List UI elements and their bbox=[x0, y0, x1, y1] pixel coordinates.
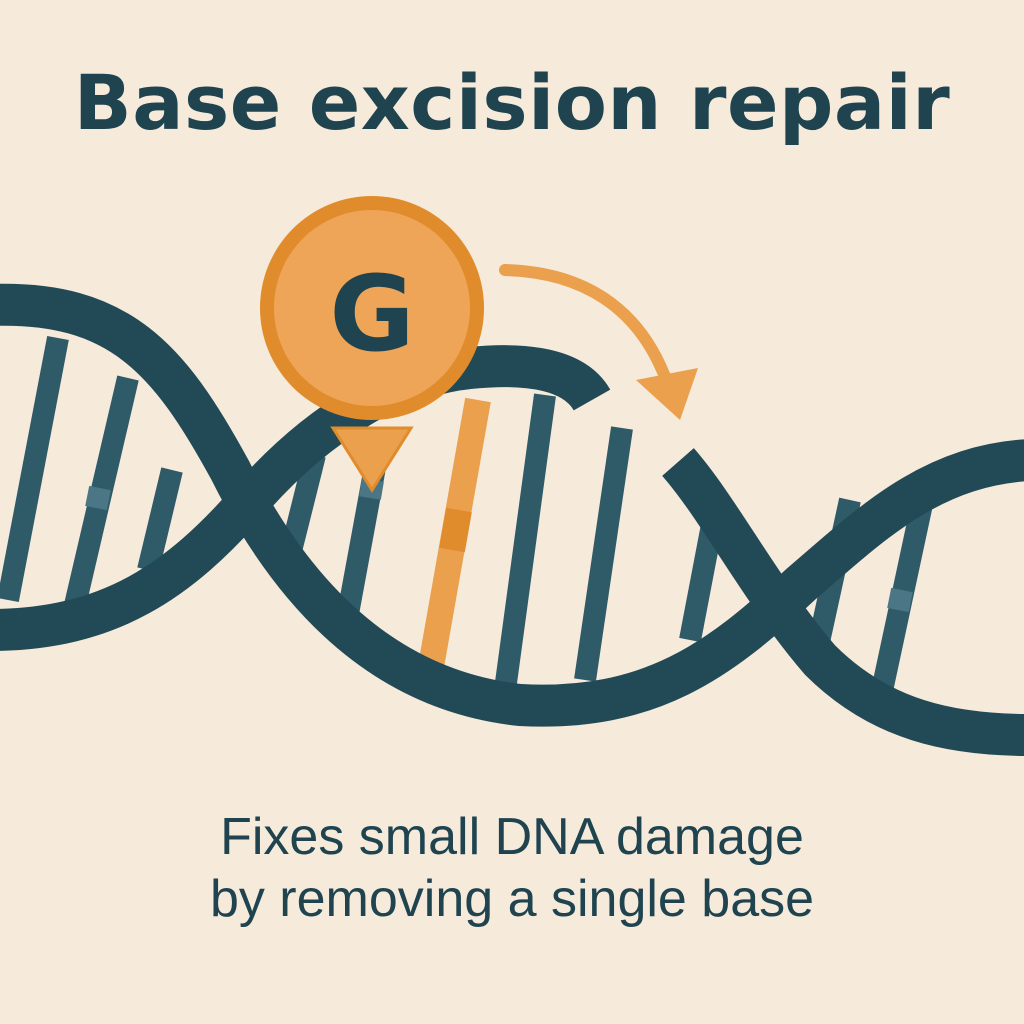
base-pair-rung bbox=[574, 426, 633, 682]
dna-strand-b bbox=[0, 345, 611, 651]
base-pair-rung bbox=[679, 522, 723, 643]
caption-line-1: Fixes small DNA damage bbox=[220, 808, 804, 866]
dna-strand-b-continued bbox=[662, 448, 1024, 756]
location-pin-icon bbox=[260, 196, 484, 493]
base-pair-rung bbox=[494, 393, 556, 692]
damaged-base-rung bbox=[417, 397, 491, 675]
curved-arrow-icon bbox=[499, 264, 698, 420]
page-title: Base excision repair bbox=[73, 58, 951, 147]
dna-strand-a bbox=[0, 283, 1024, 727]
base-pair-rung bbox=[0, 335, 69, 603]
base-pair-rung bbox=[137, 467, 183, 573]
caption-line-2: by removing a single base bbox=[209, 870, 815, 928]
caption: Fixes small DNA damage by removing a sin… bbox=[0, 806, 1024, 930]
damaged-base-letter: G bbox=[329, 253, 414, 375]
